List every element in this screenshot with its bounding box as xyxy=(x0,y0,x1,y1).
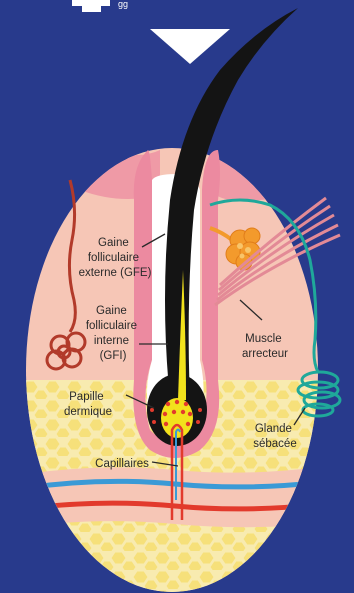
down-arrow-icon xyxy=(150,29,230,64)
label-capillaires: Capillaires xyxy=(95,458,149,470)
header: gg xyxy=(72,0,128,12)
header-glyph xyxy=(72,0,110,12)
header-caption: gg xyxy=(118,0,128,9)
